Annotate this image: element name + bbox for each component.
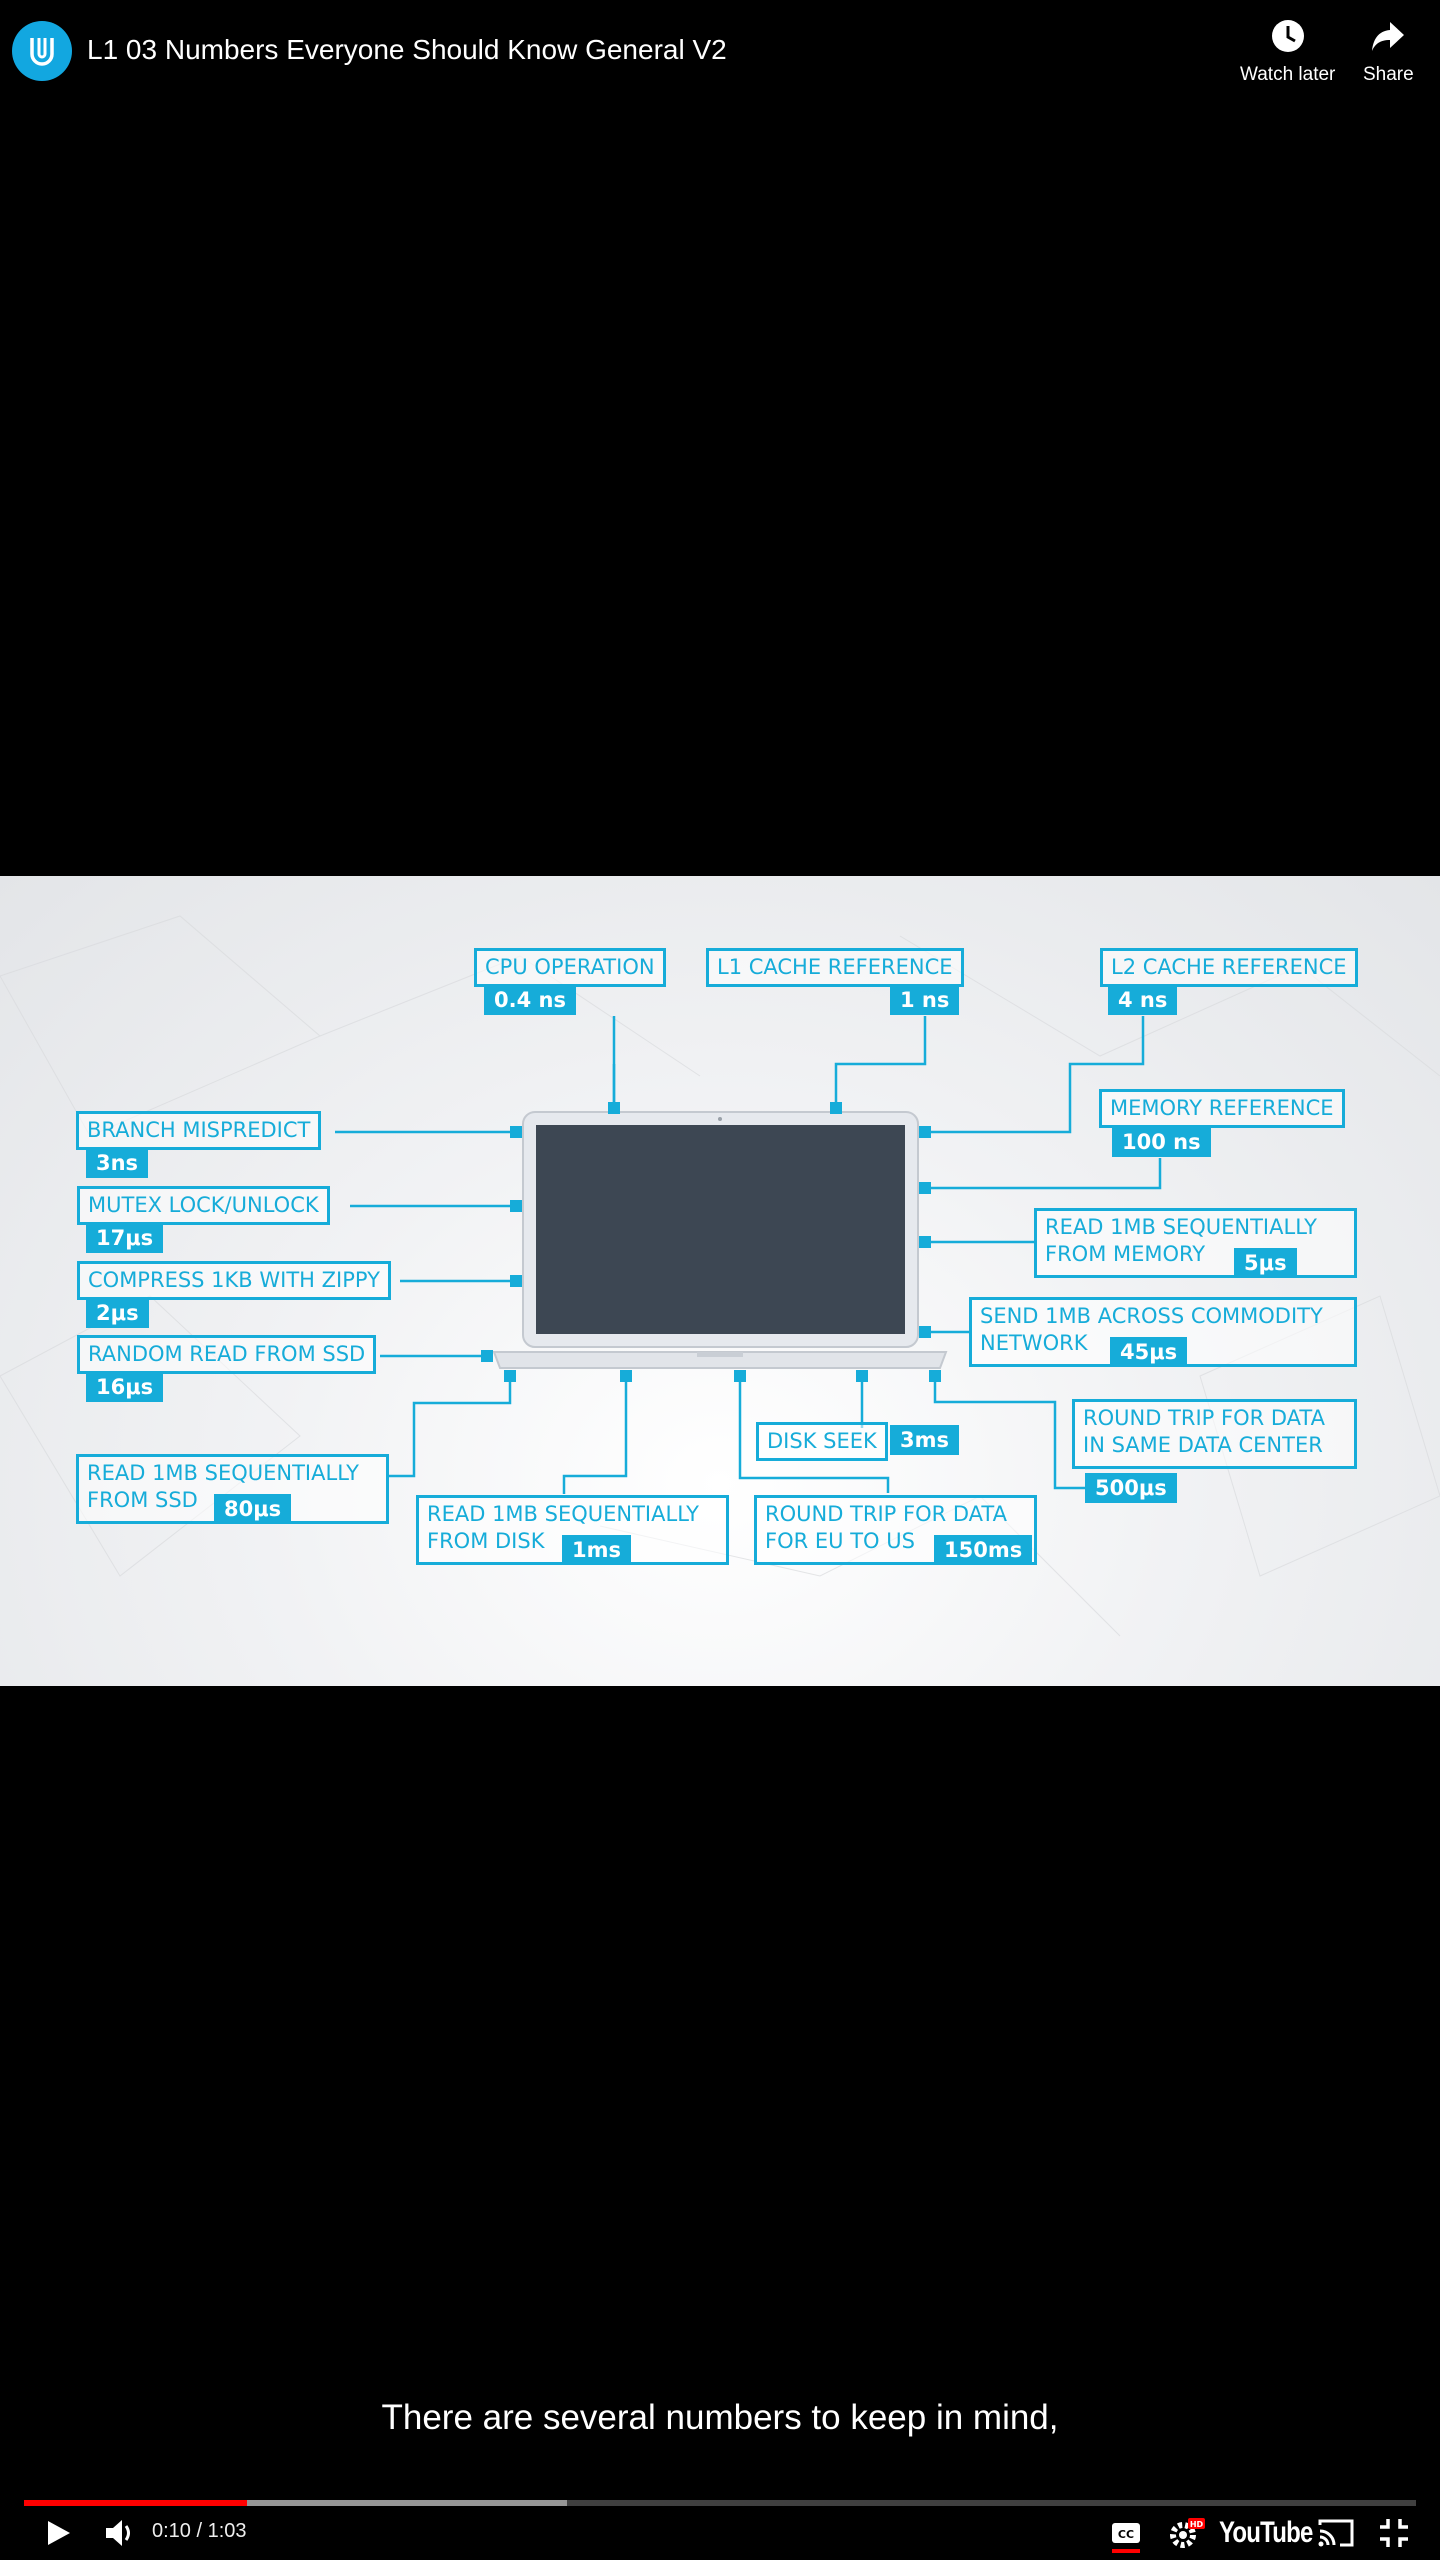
round-trip-dc-line2: IN SAME DATA CENTER: [1083, 1433, 1323, 1457]
hd-badge: HD: [1190, 2520, 1204, 2529]
send-network-value: 45μs: [1110, 1337, 1188, 1367]
read-memory-line2: FROM MEMORY: [1045, 1242, 1206, 1266]
read-ssd-value: 80μs: [214, 1494, 292, 1524]
round-trip-eu-label: ROUND TRIP FOR DATA FOR EU TO US: [754, 1495, 1037, 1565]
duration: 1:03: [207, 2520, 247, 2542]
read-ssd-label: READ 1MB SEQUENTIALLY FROM SSD: [76, 1454, 389, 1524]
cpu-operation-value: 0.4 ns: [484, 985, 576, 1015]
compress-value: 2μs: [86, 1298, 149, 1328]
send-network-line2: NETWORK: [980, 1331, 1088, 1355]
round-trip-eu-line2: FOR EU TO US: [765, 1529, 915, 1553]
play-icon[interactable]: [40, 2513, 76, 2553]
read-disk-value: 1ms: [562, 1535, 631, 1565]
round-trip-dc-label: ROUND TRIP FOR DATA IN SAME DATA CENTER: [1072, 1399, 1357, 1469]
disk-seek-label: DISK SEEK: [756, 1422, 888, 1461]
read-ssd-line1: READ 1MB SEQUENTIALLY: [87, 1461, 359, 1485]
volume-icon[interactable]: [100, 2513, 140, 2553]
read-disk-line2: FROM DISK: [427, 1529, 545, 1553]
mutex-value: 17μs: [86, 1223, 164, 1253]
subtitle-caption: There are several numbers to keep in min…: [381, 2398, 1059, 2437]
send-network-line1: SEND 1MB ACROSS COMMODITY: [980, 1304, 1323, 1328]
round-trip-dc-line1: ROUND TRIP FOR DATA: [1083, 1406, 1325, 1430]
udacity-logo-icon: [30, 38, 54, 66]
latency-diagram: [0, 915, 1440, 1637]
progress-buffered: [24, 2500, 567, 2506]
share-icon: [1372, 22, 1405, 51]
svg-text:CC: CC: [1118, 2528, 1134, 2541]
time-display: 0:10 / 1:03: [152, 2520, 247, 2543]
progress-bar[interactable]: [24, 2500, 1416, 2506]
exit-fullscreen-icon[interactable]: [1374, 2513, 1414, 2553]
round-trip-eu-value: 150ms: [934, 1535, 1033, 1565]
random-read-ssd-label: RANDOM READ FROM SSD: [77, 1335, 377, 1374]
l1-cache-label: L1 CACHE REFERENCE: [706, 948, 964, 987]
read-disk-line1: READ 1MB SEQUENTIALLY: [427, 1502, 699, 1526]
captions-icon[interactable]: CC: [1110, 2513, 1142, 2553]
settings-icon[interactable]: HD: [1166, 2513, 1206, 2553]
memory-reference-label: MEMORY REFERENCE: [1099, 1089, 1345, 1128]
random-read-ssd-value: 16μs: [86, 1372, 164, 1402]
mutex-label: MUTEX LOCK/UNLOCK: [77, 1186, 330, 1225]
l2-cache-value: 4 ns: [1108, 985, 1178, 1015]
read-memory-value: 5μs: [1234, 1248, 1297, 1278]
progress-played: [24, 2500, 247, 2506]
branch-mispredict-label: BRANCH MISPREDICT: [76, 1111, 322, 1150]
memory-reference-value: 100 ns: [1112, 1127, 1211, 1157]
l2-cache-label: L2 CACHE REFERENCE: [1100, 948, 1358, 987]
watch-later-label: Watch later: [1240, 64, 1336, 85]
channel-avatar[interactable]: [12, 21, 72, 81]
compress-label: COMPRESS 1KB WITH ZIPPY: [77, 1261, 391, 1300]
clock-icon: [1271, 20, 1304, 52]
share-button[interactable]: Share: [1363, 16, 1414, 86]
round-trip-dc-value: 500μs: [1085, 1473, 1177, 1503]
video-frame[interactable]: CPU OPERATION 0.4 ns L1 CACHE REFERENCE …: [0, 876, 1440, 1686]
top-bar: L1 03 Numbers Everyone Should Know Gener…: [0, 0, 1440, 110]
disk-seek-value: 3ms: [890, 1425, 959, 1455]
watch-later-button[interactable]: Watch later: [1240, 16, 1335, 86]
read-memory-line1: READ 1MB SEQUENTIALLY: [1045, 1215, 1317, 1239]
current-time: 0:10: [152, 2520, 191, 2542]
youtube-logo[interactable]: YouTube: [1219, 2516, 1313, 2549]
l1-cache-value: 1 ns: [890, 985, 960, 1015]
read-memory-label: READ 1MB SEQUENTIALLY FROM MEMORY: [1034, 1208, 1357, 1278]
branch-mispredict-value: 3ns: [86, 1148, 149, 1178]
read-ssd-line2: FROM SSD: [87, 1488, 198, 1512]
time-separator: /: [190, 2520, 208, 2542]
video-title[interactable]: L1 03 Numbers Everyone Should Know Gener…: [87, 34, 727, 65]
round-trip-eu-line1: ROUND TRIP FOR DATA: [765, 1502, 1007, 1526]
share-label: Share: [1363, 64, 1414, 85]
cpu-operation-label: CPU OPERATION: [474, 948, 666, 987]
cast-icon[interactable]: [1316, 2513, 1356, 2553]
